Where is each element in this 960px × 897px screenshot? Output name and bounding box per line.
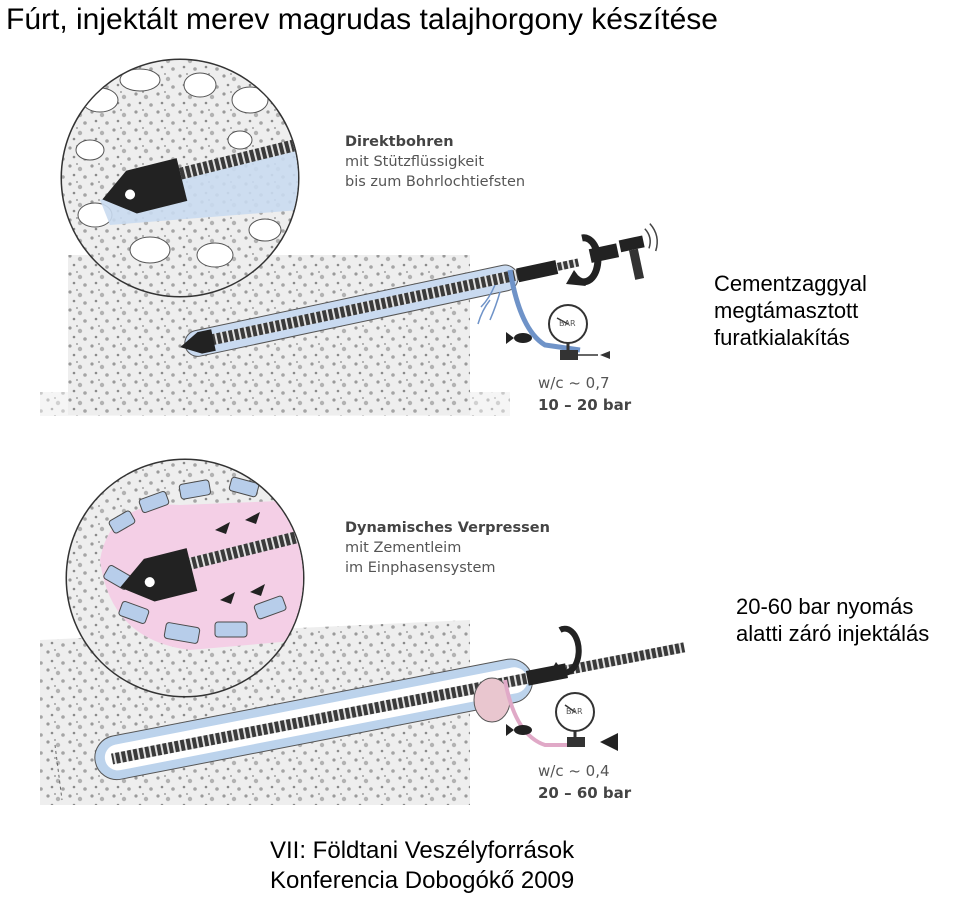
drive-rod-top xyxy=(588,243,620,263)
panel-top-heading: Direktbohren xyxy=(345,134,454,150)
note-top-line-1: Cementzaggyal xyxy=(714,271,867,296)
panel-top-pressure: 10 – 20 bar xyxy=(538,396,632,414)
panel-top-params: w/c ~ 0,7 10 – 20 bar xyxy=(538,372,631,416)
rotation-arrow-top xyxy=(566,234,602,286)
note-top-line-3: furatkialakítás xyxy=(714,325,850,350)
note-bottom-line-2: alatti záró injektálás xyxy=(736,621,930,646)
rotation-arrow-bottom xyxy=(548,625,582,678)
note-top-line-2: megtámasztott xyxy=(714,298,859,323)
top-panel xyxy=(40,58,658,416)
panel-top-wc: w/c ~ 0,7 xyxy=(538,374,610,392)
panel-bottom-line-1: mit Zementleim xyxy=(345,540,462,556)
footer: VII: Földtani Veszélyforrások Konferenci… xyxy=(270,836,574,896)
panel-top-line-2: bis zum Bohrlochtiefsten xyxy=(345,174,526,190)
pressure-gauge-top xyxy=(548,304,610,360)
bottom-panel xyxy=(40,458,686,805)
panel-top-line-1: mit Stützflüssigkeit xyxy=(345,154,485,170)
gauge-top-label: BAR xyxy=(559,319,576,328)
note-bottom: 20-60 bar nyomás alatti záró injektálás xyxy=(736,593,929,647)
hammer-icon xyxy=(618,223,658,280)
fish-icon-bottom xyxy=(506,724,532,736)
panel-top-label: Direktbohren mit Stützflüssigkeit bis zu… xyxy=(345,132,525,192)
pressure-gauge-bottom xyxy=(555,692,618,751)
panel-bottom-heading: Dynamisches Verpressen xyxy=(345,520,550,536)
page-title: Fúrt, injektált merev magrudas talajhorg… xyxy=(6,3,718,36)
borehole-top xyxy=(180,258,580,357)
panel-bottom-pressure: 20 – 60 bar xyxy=(538,784,632,802)
gauge-bottom-label: BAR xyxy=(566,707,583,716)
panel-bottom-wc: w/c ~ 0,4 xyxy=(538,762,610,780)
note-bottom-line-1: 20-60 bar nyomás xyxy=(736,594,914,619)
borehole-bottom xyxy=(94,642,686,781)
note-top: Cementzaggyal megtámasztott furatkialakí… xyxy=(714,270,867,351)
panel-bottom-params: w/c ~ 0,4 20 – 60 bar xyxy=(538,760,631,804)
footer-line-1: VII: Földtani Veszélyforrások xyxy=(270,837,575,864)
flush-hose-top xyxy=(507,269,581,353)
footer-line-2: Konferencia Dobogókő 2009 xyxy=(270,867,575,894)
panel-bottom-label: Dynamisches Verpressen mit Zementleim im… xyxy=(345,518,550,578)
fish-icon xyxy=(506,332,532,344)
panel-bottom-line-2: im Einphasensystem xyxy=(345,560,496,576)
